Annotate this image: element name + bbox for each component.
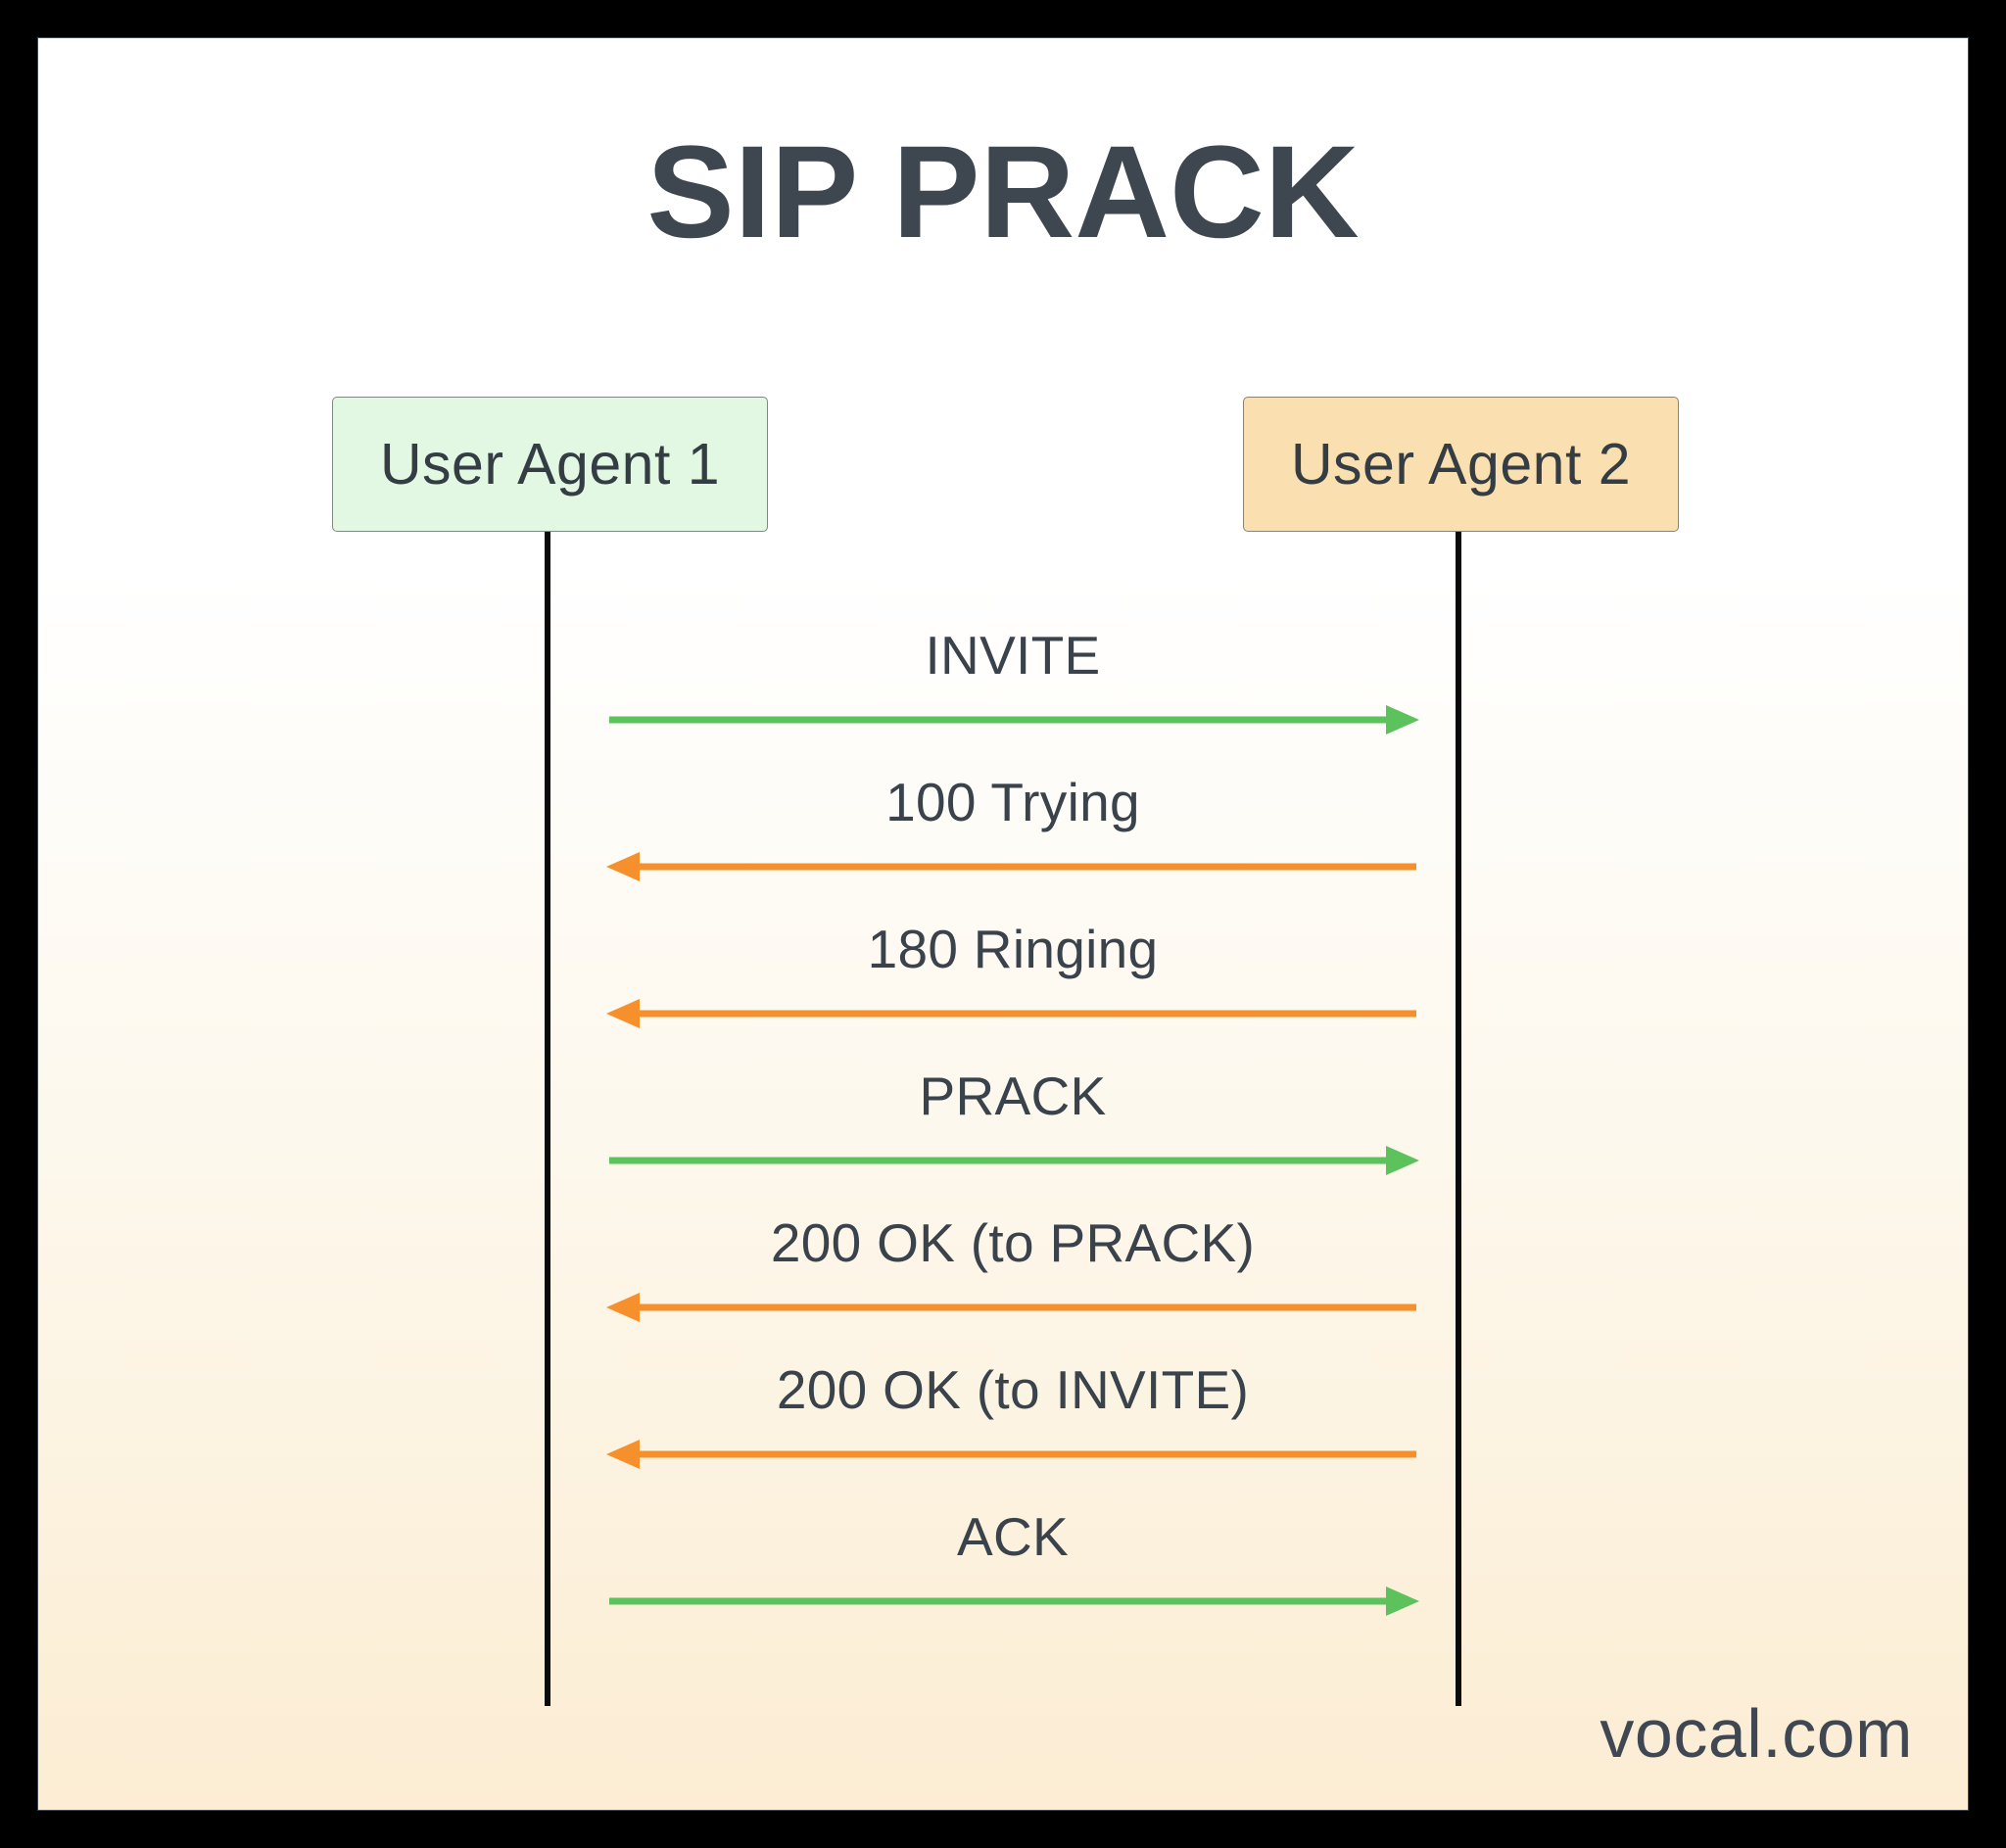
message-label: 180 Ringing: [867, 919, 1159, 979]
page-title: SIP PRACK: [646, 119, 1360, 265]
lifeline-user-agent-1: [545, 532, 550, 1706]
message-label: INVITE: [925, 625, 1101, 686]
message-arrow-right-icon: [606, 1141, 1419, 1180]
message-row: PRACK: [38, 1065, 1968, 1211]
message-label: PRACK: [919, 1066, 1107, 1126]
message-row: 200 OK (to PRACK): [38, 1211, 1968, 1358]
participant-label-user-agent-2: User Agent 2: [1290, 432, 1632, 497]
participant-label-user-agent-1: User Agent 1: [379, 432, 721, 497]
participant-box-user-agent-1[interactable]: User Agent 1: [332, 397, 768, 532]
participant-box-user-agent-2[interactable]: User Agent 2: [1243, 397, 1679, 532]
message-label: 100 Trying: [885, 772, 1140, 832]
lifeline-user-agent-2: [1456, 532, 1461, 1706]
message-row: ACK: [38, 1505, 1968, 1652]
message-arrow-left-icon: [606, 847, 1419, 886]
message-arrow-left-icon: [606, 994, 1419, 1033]
message-row: 200 OK (to INVITE): [38, 1358, 1968, 1505]
message-arrow-right-icon: [606, 700, 1419, 739]
message-arrow-left-icon: [606, 1288, 1419, 1327]
message-label: ACK: [957, 1506, 1069, 1567]
message-label: 200 OK (to INVITE): [776, 1359, 1250, 1420]
message-arrow-left-icon: [606, 1435, 1419, 1474]
message-row: 100 Trying: [38, 771, 1968, 918]
message-arrow-right-icon: [606, 1582, 1419, 1621]
watermark: vocal.com: [1600, 1695, 1913, 1772]
message-row: INVITE: [38, 624, 1968, 771]
diagram-canvas: SIP PRACK User Agent 1 User Agent 2 INVI…: [37, 37, 1969, 1811]
message-row: 180 Ringing: [38, 918, 1968, 1065]
message-label: 200 OK (to PRACK): [770, 1212, 1256, 1273]
